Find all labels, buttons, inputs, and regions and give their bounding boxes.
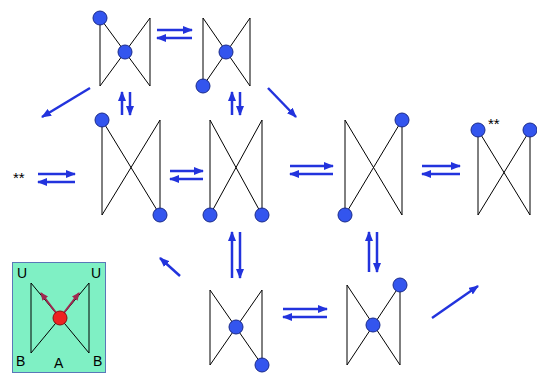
bowtie-shapes — [100, 18, 530, 365]
site-letter: A — [54, 355, 63, 371]
site-letter: B — [16, 353, 25, 369]
site-letter: U — [91, 265, 101, 281]
continuation-mark: ** — [12, 170, 26, 186]
inset-panel: U U B A B — [12, 262, 106, 373]
site-letter: U — [17, 265, 27, 281]
particle-dots — [93, 11, 537, 372]
site-letter: B — [93, 353, 102, 369]
continuation-mark: ** — [487, 116, 501, 132]
